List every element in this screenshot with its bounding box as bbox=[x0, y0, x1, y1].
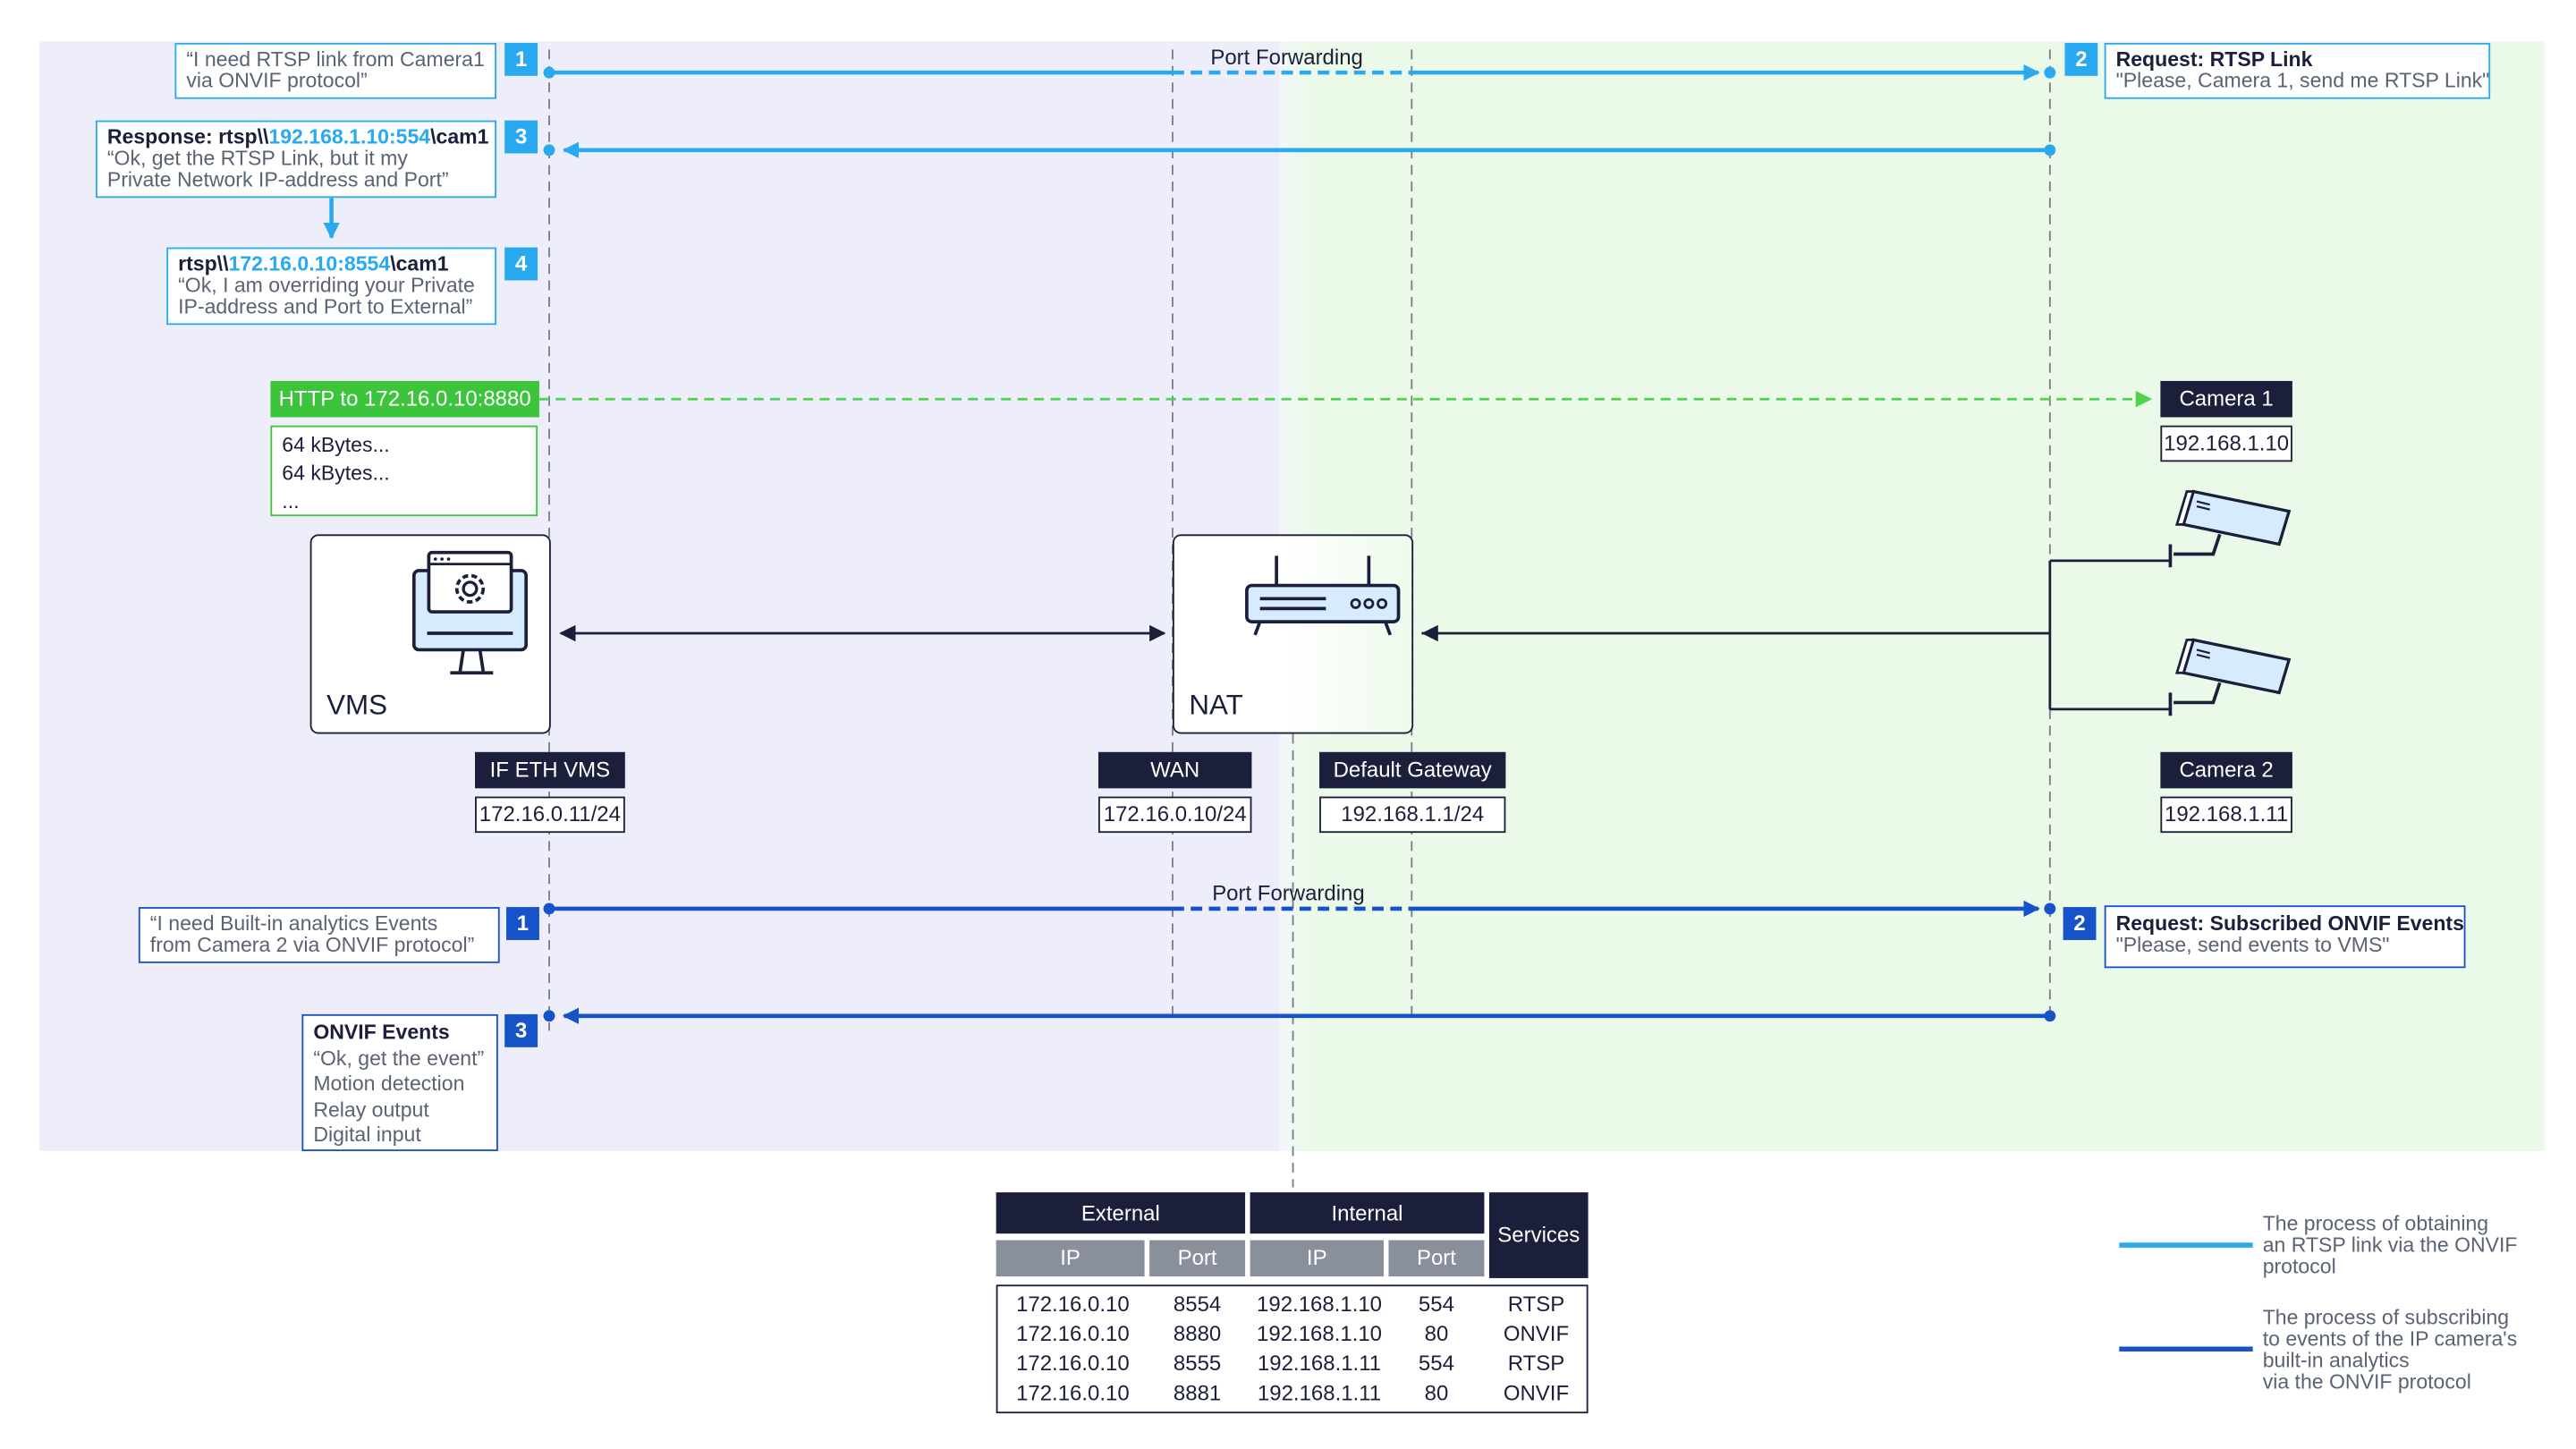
onvif-step3-badge: 3 bbox=[504, 1013, 538, 1047]
nat-label: NAT bbox=[1189, 689, 1243, 721]
rtsp-port-forwarding-label: Port Forwarding bbox=[1210, 44, 1363, 70]
table-cell-int-port: 80 bbox=[1424, 1380, 1449, 1405]
table-cell-service: ONVIF bbox=[1503, 1380, 1570, 1405]
vms-if-ip: 172.16.0.11/24 bbox=[475, 796, 625, 834]
table-cell-int-ip: 192.168.1.11 bbox=[1257, 1351, 1382, 1376]
wan-ip: 172.16.0.10/24 bbox=[1097, 796, 1252, 834]
camera2-ip: 192.168.1.11 bbox=[2160, 796, 2292, 834]
onvif-step1-badge: 1 bbox=[506, 907, 539, 940]
table-cell-int-port: 80 bbox=[1424, 1320, 1449, 1346]
table-cell-ext-ip: 172.16.0.10 bbox=[1016, 1291, 1130, 1317]
table-cell-ext-port: 8555 bbox=[1173, 1351, 1222, 1376]
camera1-tag: Camera 1 bbox=[2160, 380, 2292, 418]
gateway-tag: Default Gateway bbox=[1319, 751, 1506, 789]
vms-monitor-icon bbox=[411, 550, 529, 675]
rtsp-step4-note: rtsp\\172.16.0.10:8554\cam1 “Ok, I am ov… bbox=[166, 247, 496, 326]
table-body bbox=[996, 1284, 1589, 1414]
onvif-flow bbox=[548, 900, 2050, 1024]
rtsp-step4-badge: 4 bbox=[504, 247, 538, 281]
table-cell-int-ip: 192.168.1.10 bbox=[1257, 1320, 1383, 1346]
rtsp-step1-badge: 1 bbox=[504, 42, 538, 76]
http-data-box: 64 kBytes...64 kBytes...... bbox=[270, 425, 538, 517]
legend-onvif-text: The process of subscribing to events of … bbox=[2262, 1306, 2518, 1394]
table-cell-ext-port: 8880 bbox=[1173, 1320, 1222, 1346]
router-icon bbox=[1245, 555, 1401, 636]
table-header-internal: Internal bbox=[1250, 1192, 1485, 1234]
camera-nat-link bbox=[1421, 559, 2171, 711]
table-header-services: Services bbox=[1488, 1192, 1589, 1278]
table-cell-int-port: 554 bbox=[1418, 1291, 1454, 1317]
vms-if-tag: IF ETH VMS bbox=[475, 751, 625, 789]
camera2-icon bbox=[2168, 638, 2292, 716]
wan-tag: WAN bbox=[1097, 751, 1252, 789]
onvif-step2-badge: 2 bbox=[2063, 907, 2097, 940]
table-subheader-int-ip: IP bbox=[1250, 1240, 1384, 1277]
camera2-tag: Camera 2 bbox=[2160, 751, 2292, 789]
legend-rtsp-text: The process of obtaining an RTSP link vi… bbox=[2262, 1212, 2518, 1278]
table-cell-service: RTSP bbox=[1507, 1291, 1565, 1317]
table-cell-ext-port: 8881 bbox=[1173, 1380, 1222, 1405]
camera1-ip: 192.168.1.10 bbox=[2160, 425, 2292, 462]
table-subheader-ext-ip: IP bbox=[996, 1240, 1145, 1277]
gateway-ip: 192.168.1.1/24 bbox=[1319, 796, 1506, 834]
table-cell-int-port: 554 bbox=[1418, 1351, 1454, 1376]
table-cell-int-ip: 192.168.1.11 bbox=[1257, 1380, 1382, 1405]
table-cell-ext-port: 8554 bbox=[1173, 1291, 1222, 1317]
table-subheader-ext-port: Port bbox=[1149, 1240, 1246, 1277]
vms-device[interactable]: VMS bbox=[309, 534, 551, 734]
rtsp-step1-note: “I need RTSP link from Camera1 via ONVIF… bbox=[174, 42, 496, 99]
table-header-external: External bbox=[996, 1192, 1246, 1234]
table-cell-ext-ip: 172.16.0.10 bbox=[1016, 1320, 1130, 1346]
vms-label: VMS bbox=[326, 689, 388, 721]
table-subheader-int-port: Port bbox=[1388, 1240, 1485, 1277]
camera1-icon bbox=[2168, 489, 2292, 568]
rtsp-step2-badge: 2 bbox=[2064, 42, 2098, 76]
rtsp-step3-note: Response: rtsp\\192.168.1.10:554\cam1 “O… bbox=[95, 120, 496, 199]
table-cell-int-ip: 192.168.1.10 bbox=[1257, 1291, 1383, 1317]
table-cell-ext-ip: 172.16.0.10 bbox=[1016, 1380, 1130, 1405]
table-cell-ext-ip: 172.16.0.10 bbox=[1016, 1351, 1130, 1376]
onvif-step3-note: ONVIF Events “Ok, get the event” Motion … bbox=[301, 1013, 498, 1151]
rtsp-step3-badge: 3 bbox=[504, 120, 538, 154]
rtsp-flow bbox=[323, 64, 2050, 240]
onvif-step2-note: Request: Subscribed ONVIF Events"Please,… bbox=[2104, 905, 2466, 969]
private-vms-zone bbox=[39, 41, 1280, 1151]
onvif-port-forwarding-label: Port Forwarding bbox=[1212, 880, 1365, 906]
table-cell-service: RTSP bbox=[1507, 1351, 1565, 1376]
rtsp-step2-note: Request: RTSP Link"Please, Camera 1, sen… bbox=[2104, 42, 2491, 99]
table-cell-service: ONVIF bbox=[1503, 1320, 1570, 1346]
nat-device[interactable]: NAT bbox=[1172, 534, 1414, 734]
http-label: HTTP to 172.16.0.10:8880 bbox=[270, 380, 539, 418]
